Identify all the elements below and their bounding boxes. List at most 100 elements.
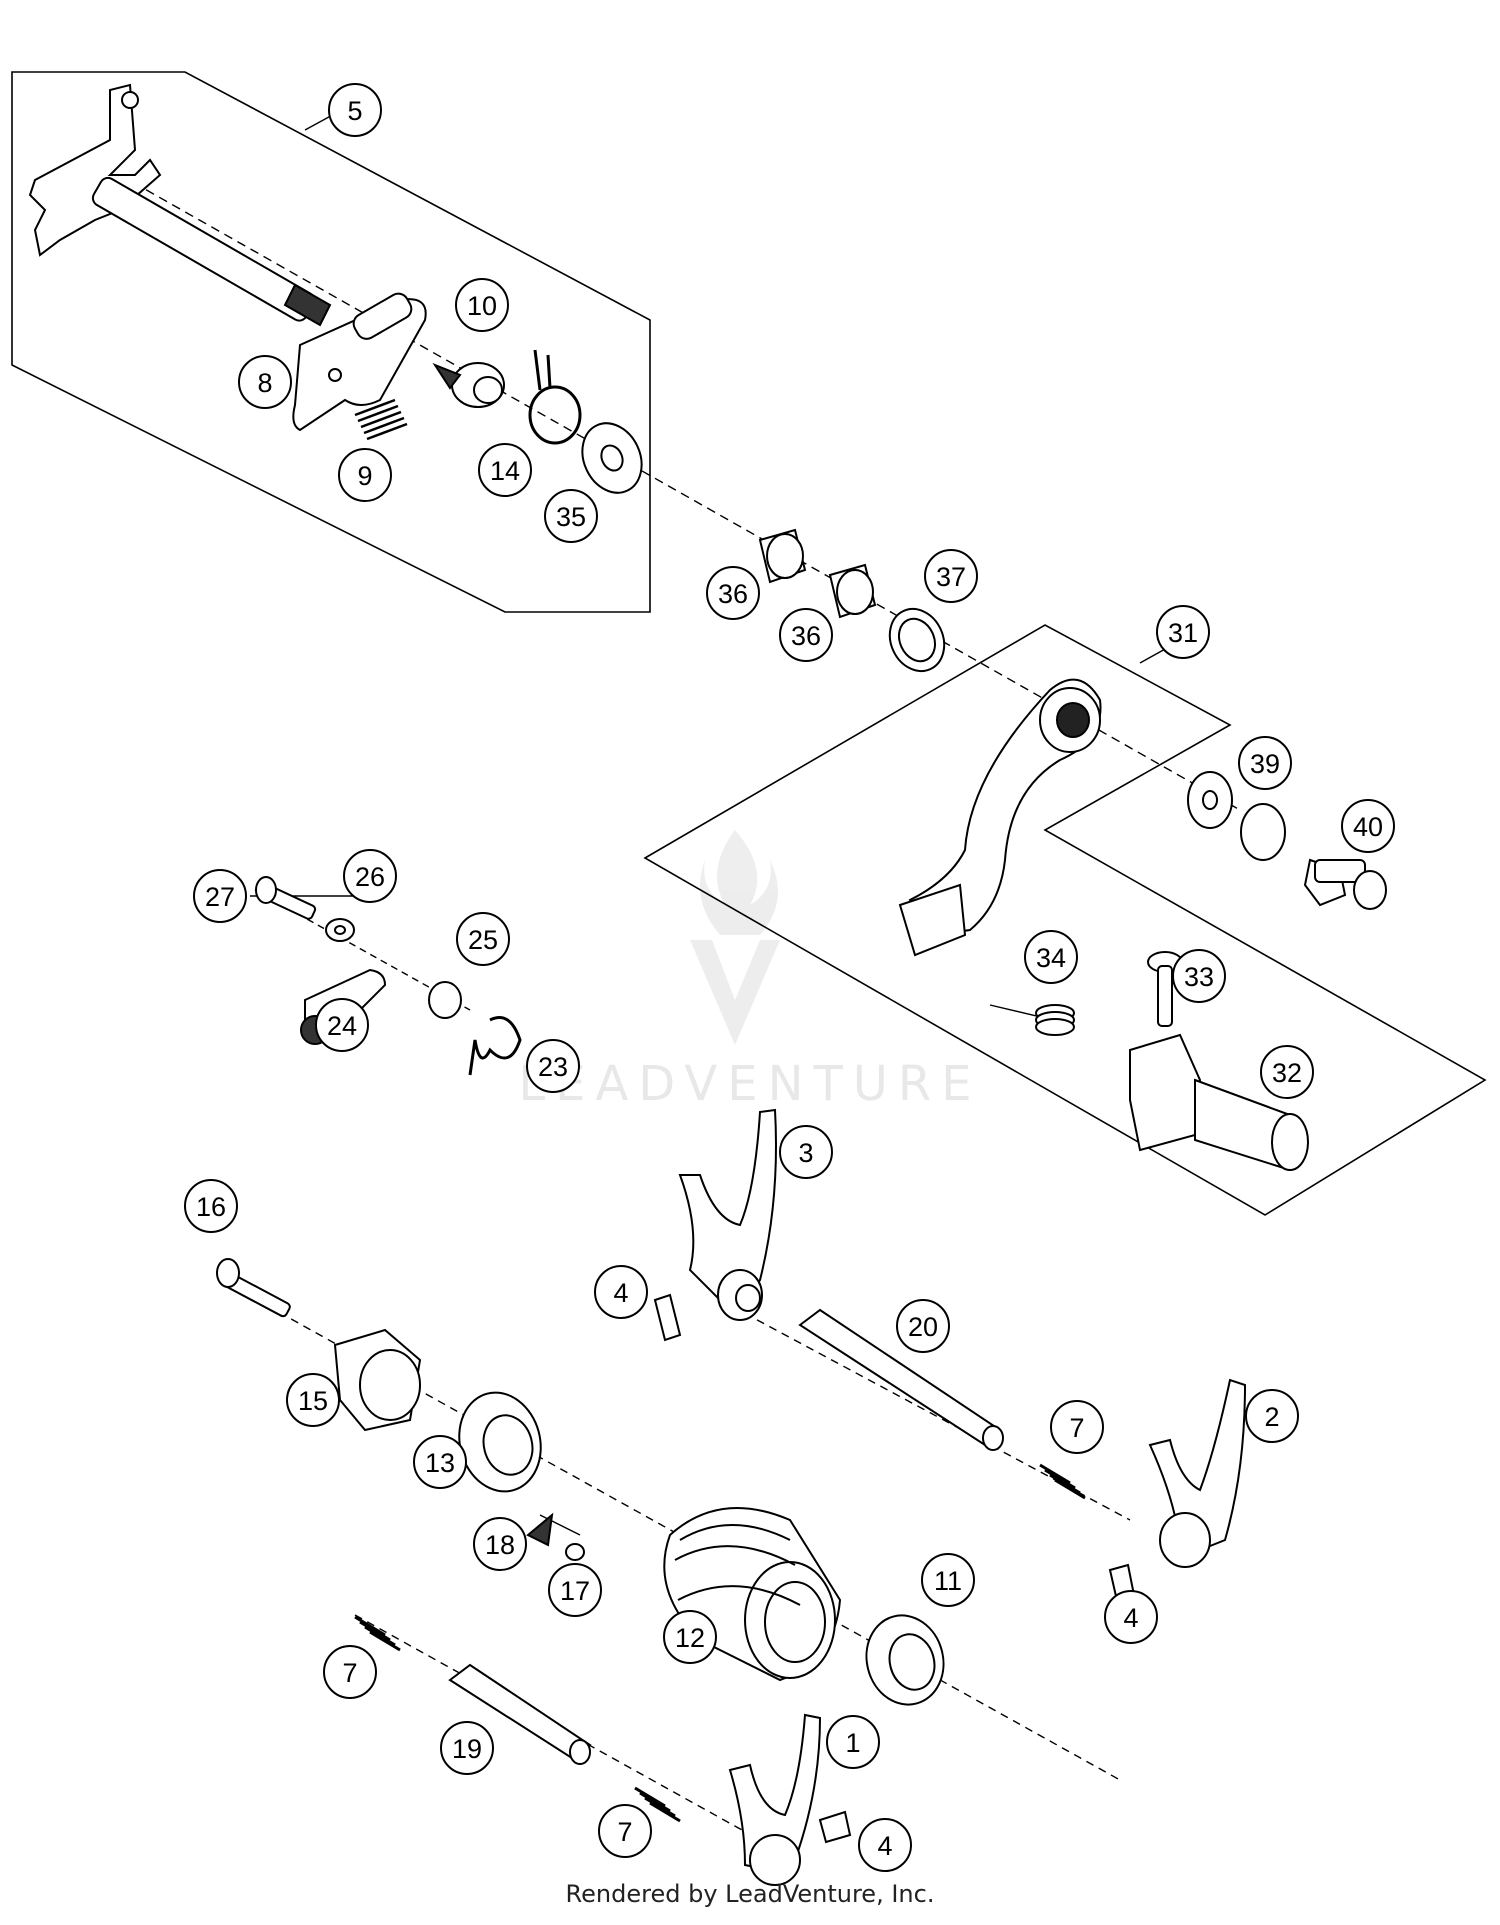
callout-circle	[1104, 1590, 1158, 1644]
callout-34: 34	[1024, 930, 1078, 984]
frame-shift-lever-assembly	[643, 624, 1487, 1216]
shift-drum-parts	[216, 1258, 542, 1493]
callout-9: 9	[338, 448, 392, 502]
callout-label: 25	[468, 925, 498, 955]
watermark: LEADVENTURE	[518, 830, 981, 1112]
callout-label: 5	[347, 96, 362, 126]
callout-circle	[1260, 1045, 1314, 1099]
callout-circle	[544, 489, 598, 543]
callout-label: 36	[791, 621, 821, 651]
torsion-spring-14	[528, 349, 582, 445]
callout-circle	[1024, 930, 1078, 984]
callout-label: 33	[1184, 962, 1214, 992]
callout-13: 13	[413, 1435, 467, 1489]
callout-27: 27	[193, 869, 247, 923]
callout-32: 32	[1260, 1045, 1314, 1099]
footer-credit: Rendered by LeadVenture, Inc.	[565, 1880, 935, 1908]
callout-circle	[343, 849, 397, 903]
callout-label: 27	[205, 882, 235, 912]
callout-circle	[779, 1125, 833, 1179]
callout-label: 16	[196, 1192, 226, 1222]
frame-shift-shaft-assembly	[11, 71, 651, 613]
callout-4: 4	[1104, 1590, 1158, 1644]
callout-label: 8	[257, 368, 272, 398]
callout-circle	[663, 1610, 717, 1664]
callout-circle	[526, 1039, 580, 1093]
callout-label: 18	[485, 1530, 515, 1560]
callout-circle	[1172, 949, 1226, 1003]
bearing-11	[865, 1614, 945, 1706]
callout-label: 7	[1069, 1413, 1084, 1443]
callout-label: 4	[1123, 1603, 1138, 1633]
callout-18: 18	[473, 1517, 527, 1571]
callout-label: 39	[1250, 749, 1280, 779]
detent-lever-parts	[255, 876, 522, 1076]
callout-circle	[478, 443, 532, 497]
callout-16: 16	[184, 1179, 238, 1233]
callout-5: 5	[328, 83, 382, 137]
shift-lever	[898, 678, 1102, 957]
callout-label: 17	[560, 1576, 590, 1606]
callout-label: 19	[452, 1734, 482, 1764]
callout-circle	[323, 1645, 377, 1699]
shift-shaft	[28, 83, 332, 327]
callout-36: 36	[779, 608, 833, 662]
callout-33: 33	[1172, 949, 1226, 1003]
shift-fork-1	[354, 1615, 852, 1886]
callout-circle	[473, 1517, 527, 1571]
callout-circle	[440, 1721, 494, 1775]
callout-circle	[598, 1804, 652, 1858]
lever-tip-parts	[1035, 951, 1309, 1172]
callout-label: 9	[357, 461, 372, 491]
callout-1: 1	[826, 1715, 880, 1769]
spring-9	[354, 398, 408, 441]
callout-3: 3	[779, 1125, 833, 1179]
callout-31: 31	[1156, 605, 1210, 659]
callout-7: 7	[1050, 1400, 1104, 1454]
callout-circle	[1156, 605, 1210, 659]
callout-circle	[338, 448, 392, 502]
callout-circle	[1238, 736, 1292, 790]
callout-circle	[286, 1373, 340, 1427]
callout-circle	[706, 566, 760, 620]
callout-4: 4	[594, 1265, 648, 1319]
callout-39: 39	[1238, 736, 1292, 790]
callout-7: 7	[598, 1804, 652, 1858]
callout-40: 40	[1341, 799, 1395, 853]
callout-24: 24	[315, 998, 369, 1052]
callout-36: 36	[706, 566, 760, 620]
callout-label: 11	[934, 1566, 962, 1596]
callout-label: 1	[845, 1728, 860, 1758]
callout-label: 26	[355, 862, 385, 892]
washer-35	[581, 422, 643, 494]
callout-circle	[456, 912, 510, 966]
callout-label: 20	[908, 1312, 938, 1342]
callout-label: 10	[467, 291, 497, 321]
callout-label: 23	[538, 1052, 568, 1082]
callout-7: 7	[323, 1645, 377, 1699]
callout-circle	[921, 1553, 975, 1607]
group-frames	[11, 71, 1487, 1216]
shift-fork-3	[653, 1108, 777, 1342]
callout-circle	[924, 549, 978, 603]
callout-label: 7	[342, 1658, 357, 1688]
callout-11: 11	[921, 1553, 975, 1607]
callout-15: 15	[286, 1373, 340, 1427]
callout-label: 12	[675, 1623, 705, 1653]
callout-label: 15	[298, 1386, 328, 1416]
callout-label: 13	[425, 1448, 455, 1478]
watermark-text: LEADVENTURE	[518, 1056, 981, 1112]
callout-circle	[1245, 1389, 1299, 1443]
callout-circle	[315, 998, 369, 1052]
callout-label: 36	[718, 579, 748, 609]
callout-37: 37	[924, 549, 978, 603]
callout-circle	[455, 278, 509, 332]
callout-circle	[184, 1179, 238, 1233]
callout-circle	[896, 1299, 950, 1353]
callout-label: 7	[617, 1817, 632, 1847]
callout-label: 40	[1353, 812, 1383, 842]
callout-circle	[238, 355, 292, 409]
callout-label: 4	[613, 1278, 628, 1308]
callout-label: 4	[877, 1831, 892, 1861]
